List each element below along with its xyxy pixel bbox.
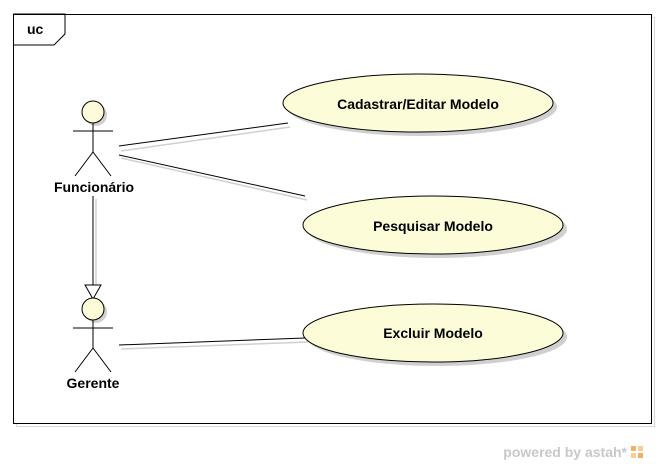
- generalization-arrowhead: [84, 284, 102, 301]
- association-gerente-excluir: [118, 337, 306, 346]
- association-shadow: [120, 126, 291, 152]
- frame-tag-label: uc: [27, 21, 44, 37]
- association-funcionario-pesquisar: [118, 154, 306, 197]
- actor-funcionario-name: Funcionário: [53, 179, 135, 195]
- usecase-cadastrar-ellipse[interactable]: [282, 73, 554, 133]
- actor-gerente-figure[interactable]: [73, 297, 113, 373]
- actor-funcionario-figure[interactable]: [73, 100, 113, 177]
- actor-gerente-name: Gerente: [66, 375, 120, 391]
- astah-watermark: powered by astah*: [503, 444, 643, 460]
- usecase-excluir-ellipse[interactable]: [302, 303, 564, 363]
- association-shadow: [120, 341, 309, 350]
- usecase-cadastrar-label: Cadastrar/Editar Modelo: [337, 96, 499, 112]
- watermark-text: powered by astah*: [503, 444, 627, 460]
- usecase-pesquisar-ellipse[interactable]: [302, 195, 564, 255]
- association-shadow: [120, 157, 308, 201]
- frame-tag-border: [13, 13, 66, 46]
- actor-head-icon: [81, 297, 105, 321]
- usecase-excluir-label: Excluir Modelo: [383, 325, 483, 341]
- association-funcionario-cadastrar: [118, 122, 289, 147]
- usecase-pesquisar-label: Pesquisar Modelo: [373, 218, 493, 234]
- actor-head-icon: [81, 100, 105, 124]
- astah-logo-icon: [631, 446, 643, 458]
